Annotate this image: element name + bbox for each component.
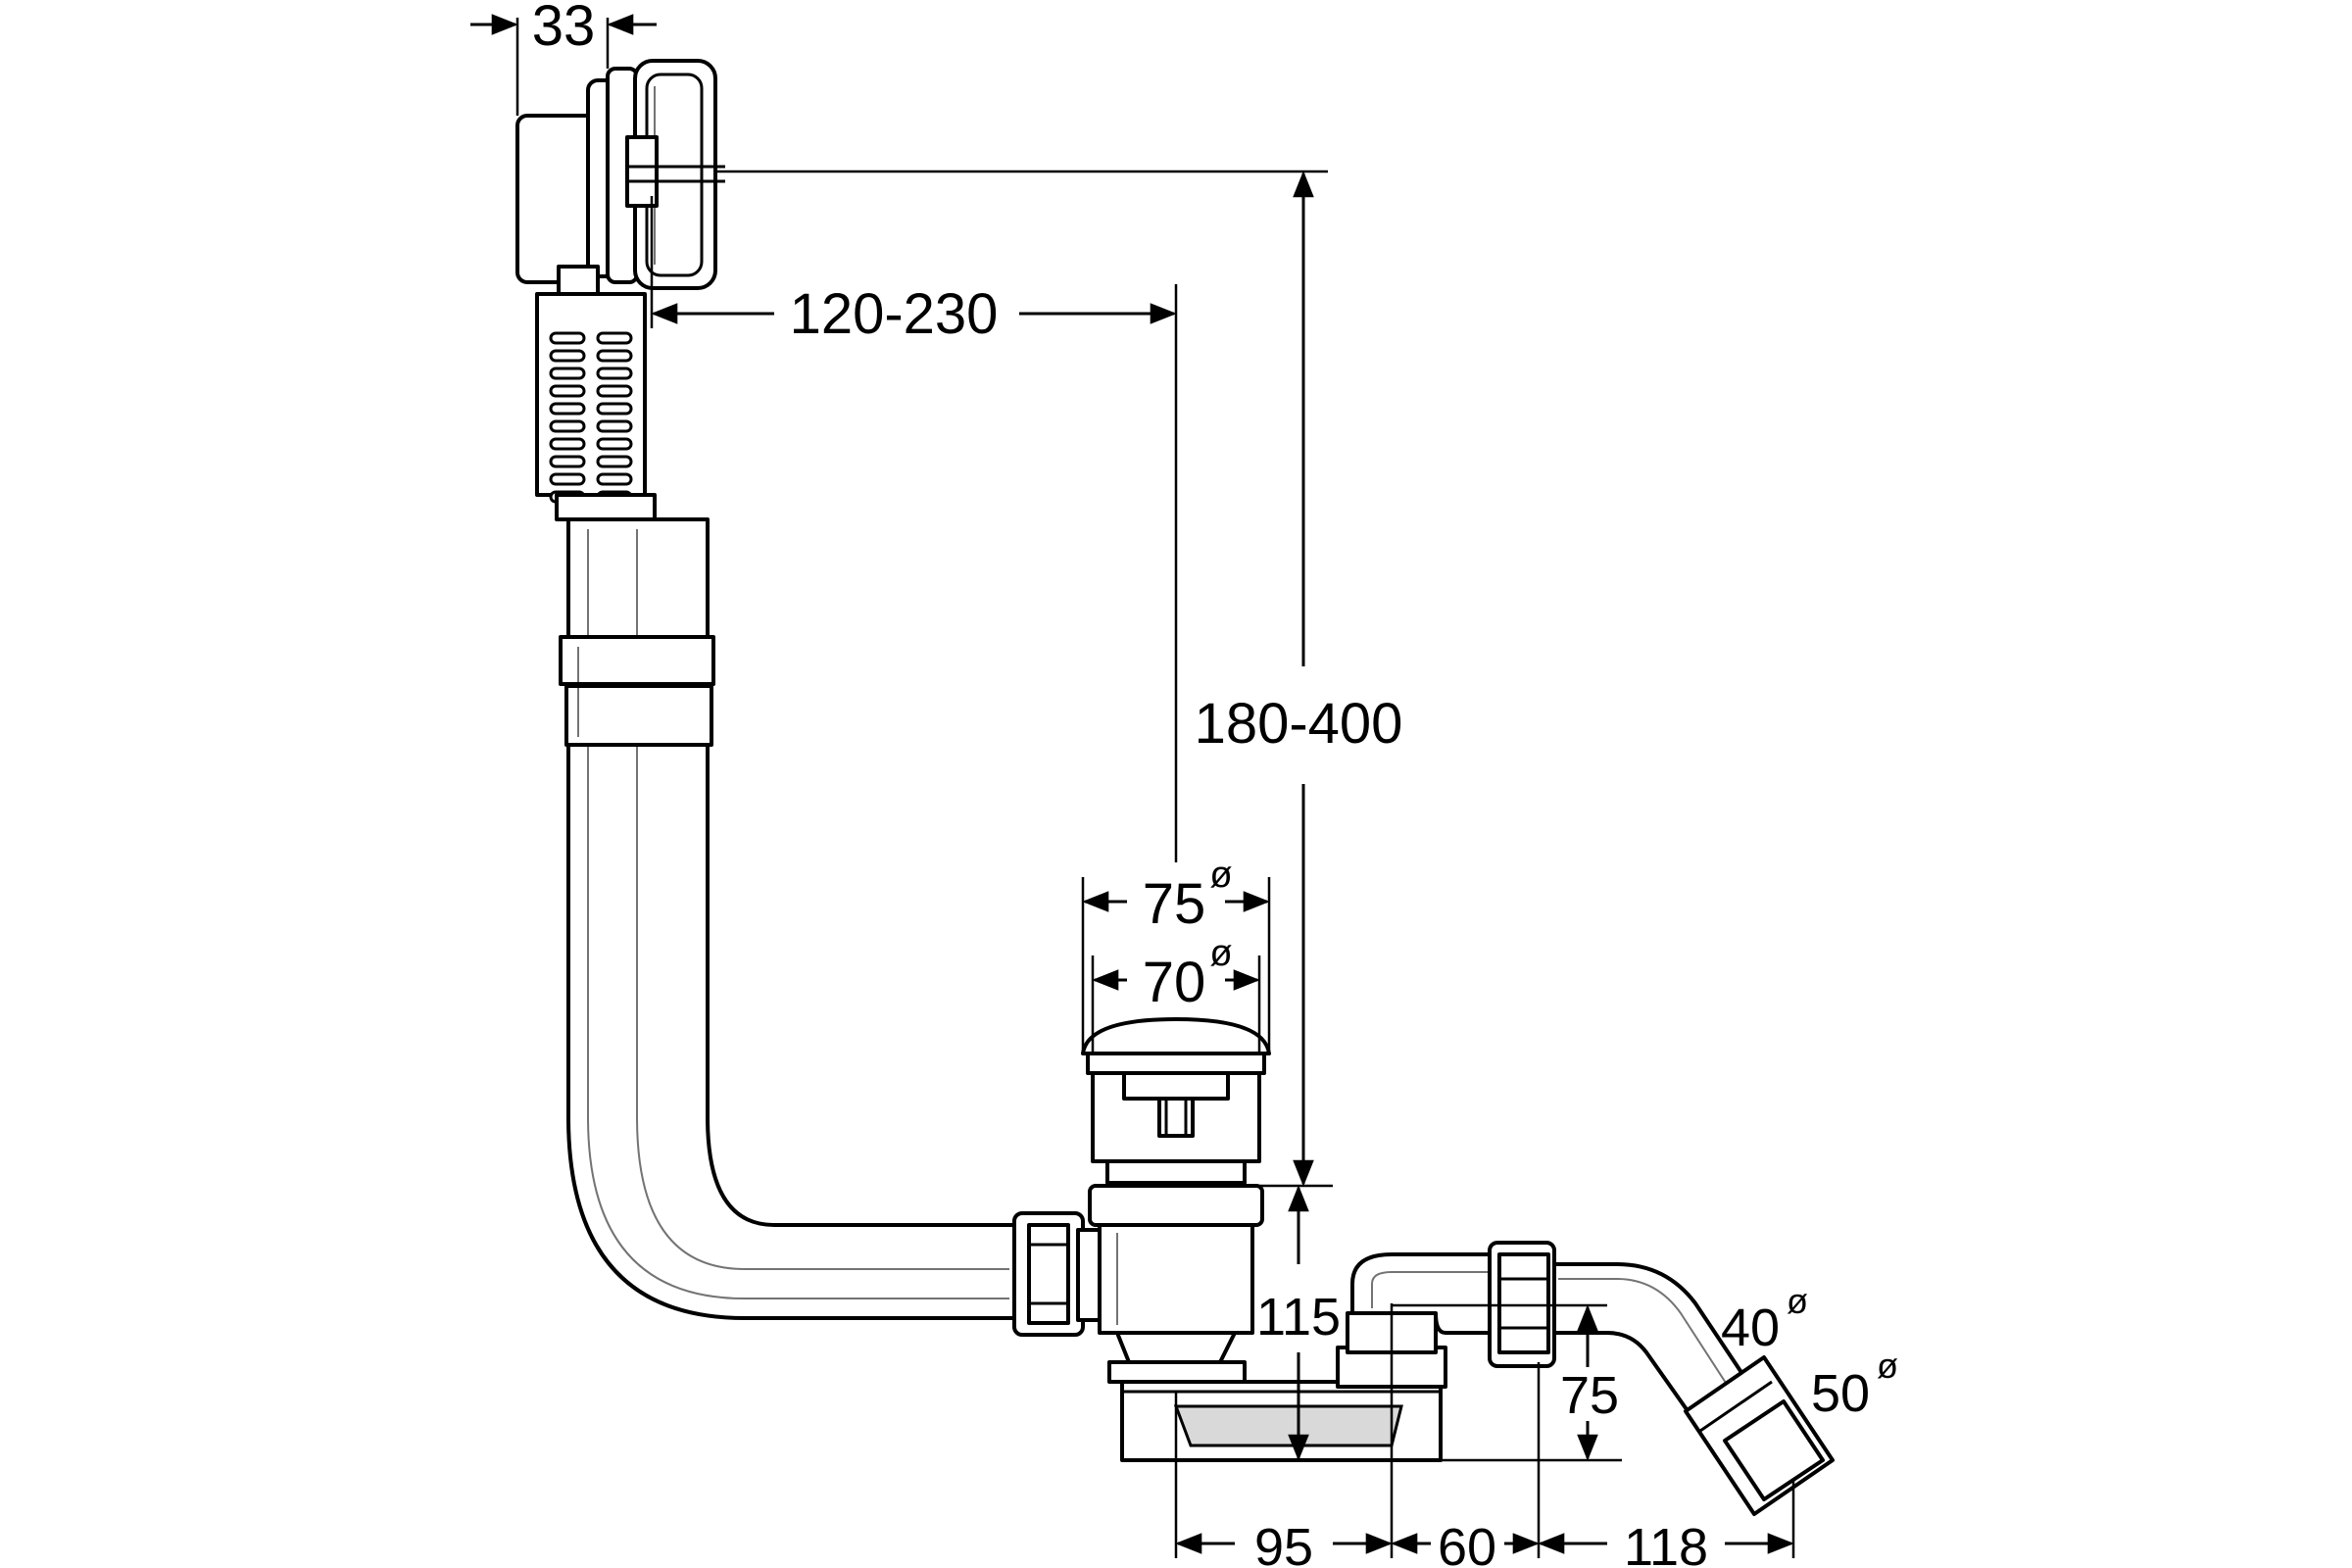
dim-offset-outlet: 60 (1438, 1518, 1496, 1568)
dim-outlet-small: 40 (1721, 1298, 1780, 1357)
waste-plug (1081, 1017, 1271, 1204)
overflow-head (515, 59, 725, 296)
dim-strainer-outer: 75 (1143, 872, 1206, 936)
dim-offset-end: 118 (1624, 1518, 1708, 1568)
dim-strainer-inner: 70 (1143, 951, 1206, 1014)
corrugated-hose (535, 292, 657, 521)
dimension-lines (470, 14, 1795, 1558)
union-nut-left (1012, 1211, 1124, 1337)
overflow-pipe (559, 517, 1021, 1320)
dim-outlet-small-symbol: ø (1787, 1281, 1808, 1321)
dim-trap-height: 115 (1256, 1288, 1341, 1347)
dim-strainer-outer-symbol: ø (1209, 855, 1232, 896)
dim-vertical-reach: 180-400 (1195, 692, 1403, 756)
dim-outlet-drop: 75 (1560, 1366, 1619, 1425)
dim-horizontal-reach: 120-230 (790, 282, 999, 346)
dim-outlet-large-symbol: ø (1877, 1346, 1898, 1386)
dim-strainer-inner-symbol: ø (1209, 933, 1232, 974)
dim-overflow-width: 33 (532, 0, 596, 58)
dim-outlet-large: 50 (1811, 1364, 1870, 1423)
trap-body (1088, 1184, 1443, 1462)
dim-offset-trap: 95 (1254, 1518, 1313, 1568)
